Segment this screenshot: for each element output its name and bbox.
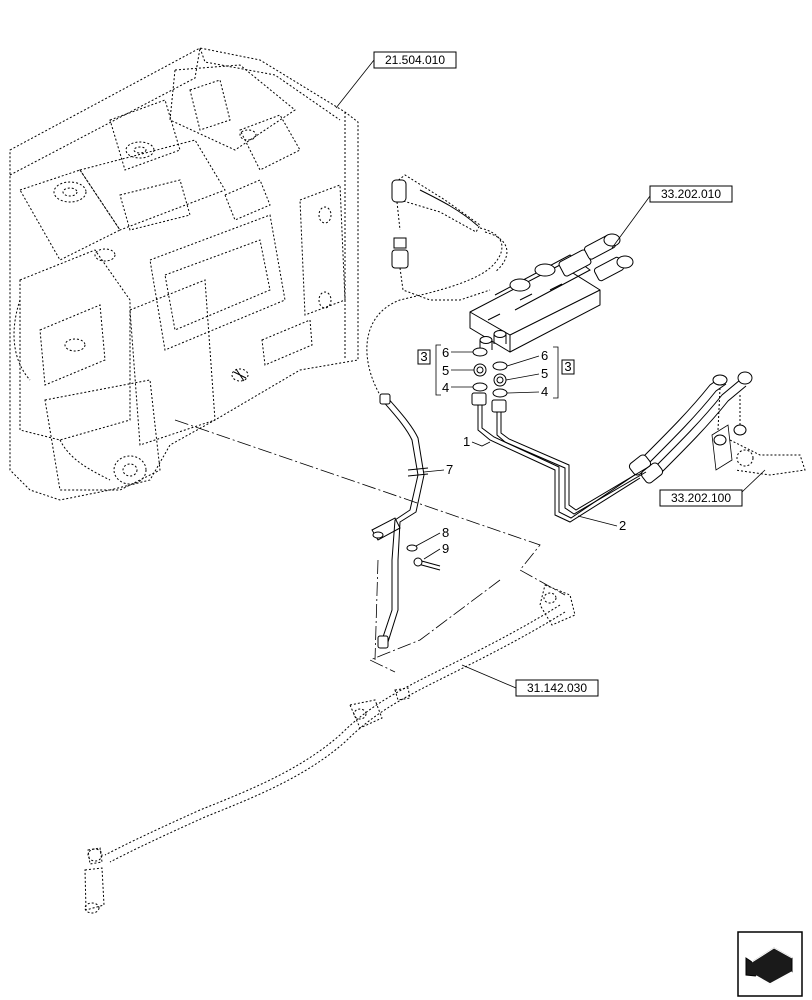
- callout-1: 1: [463, 434, 470, 449]
- callout-4-right: 4: [541, 384, 548, 399]
- kit-callout-left: 3: [417, 344, 441, 396]
- callout-9: 9: [442, 541, 449, 556]
- callout-6-right: 6: [541, 348, 548, 363]
- control-lever-hose: [366, 174, 508, 396]
- washer-screw: [406, 544, 441, 571]
- transmission-housing: [9, 47, 359, 501]
- callout-8: 8: [442, 525, 449, 540]
- pilot-pipe: [371, 393, 429, 649]
- callout-6-left: 6: [442, 345, 449, 360]
- valve-block: [469, 233, 634, 353]
- pto-line: [84, 584, 576, 914]
- ref-label-pto-line: 31.142.030: [527, 681, 587, 695]
- ref-box-transmission[interactable]: 21.504.010: [373, 51, 457, 69]
- fittings-left: [472, 347, 488, 392]
- ref-box-pto-line[interactable]: 31.142.030: [515, 679, 599, 697]
- ref-box-valve-block[interactable]: 33.202.010: [649, 185, 733, 203]
- view-direction-arrow-icon[interactable]: [737, 931, 803, 997]
- callout-2: 2: [619, 518, 626, 533]
- callout-5-left: 5: [442, 363, 449, 378]
- fittings-right: [492, 361, 508, 398]
- ref-label-valve-block: 33.202.010: [661, 187, 721, 201]
- callout-4-left: 4: [442, 380, 449, 395]
- hose-assembly: [628, 371, 806, 484]
- callout-3-right: 3: [564, 359, 571, 374]
- pipes: [471, 392, 651, 523]
- callout-3-left: 3: [420, 349, 427, 364]
- ref-box-connector[interactable]: 33.202.100: [659, 489, 743, 507]
- ref-label-transmission: 21.504.010: [385, 53, 445, 67]
- callout-7: 7: [446, 462, 453, 477]
- callout-5-right: 5: [541, 366, 548, 381]
- kit-callout-right: 3: [553, 346, 575, 399]
- centerline: [174, 419, 566, 596]
- ref-label-connector: 33.202.100: [671, 491, 731, 505]
